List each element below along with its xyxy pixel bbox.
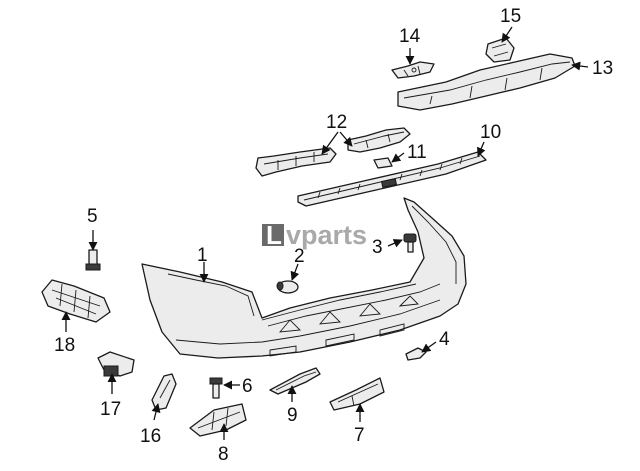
bracket-17 — [97, 351, 135, 377]
watermark-logo-icon — [262, 224, 284, 246]
callout-6: 6 — [242, 376, 253, 397]
reflector-9 — [269, 367, 321, 395]
leader-12a — [321, 131, 339, 155]
leader-2 — [290, 263, 300, 281]
bracket-16 — [151, 373, 177, 411]
leader-11 — [391, 152, 405, 163]
callout-11: 11 — [407, 142, 427, 163]
grommet-2 — [276, 280, 299, 294]
callout-1: 1 — [197, 245, 208, 266]
side-retainer-12-left — [255, 147, 337, 177]
callout-12: 12 — [326, 112, 347, 133]
callout-16: 16 — [140, 426, 161, 447]
bumper-cover-1 — [141, 197, 467, 359]
callout-4: 4 — [439, 329, 450, 350]
leader-12b — [339, 131, 353, 147]
callout-8: 8 — [218, 444, 229, 465]
clip-3 — [403, 233, 417, 253]
lower-bracket-8 — [189, 403, 247, 437]
callout-13: 13 — [592, 58, 613, 79]
bracket-14 — [391, 61, 435, 79]
callout-5: 5 — [87, 206, 98, 227]
leader-3 — [387, 239, 403, 248]
watermark: L vparts — [262, 220, 367, 250]
leader-lines — [61, 26, 589, 440]
leader-16 — [151, 403, 161, 421]
callout-3: 3 — [372, 237, 383, 258]
callout-7: 7 — [354, 425, 365, 446]
step-pad-10 — [297, 151, 487, 207]
clip-11 — [373, 157, 393, 169]
bolt-5 — [85, 249, 101, 271]
callout-9: 9 — [287, 405, 298, 426]
clip-4 — [405, 347, 427, 361]
side-retainer-12-right — [347, 127, 411, 153]
leader-10 — [477, 141, 486, 157]
callout-2: 2 — [294, 246, 305, 267]
callout-17: 17 — [100, 399, 121, 420]
bracket-15 — [485, 37, 515, 63]
lower-cover-7 — [329, 377, 385, 411]
callout-18: 18 — [54, 335, 75, 356]
callout-numbers: 1 2 3 4 5 6 7 8 9 10 11 12 13 14 15 16 1… — [54, 6, 613, 465]
watermark-text: vparts — [286, 220, 367, 250]
leader-4 — [421, 341, 437, 353]
leader-15 — [501, 26, 513, 43]
callout-14: 14 — [399, 26, 421, 47]
callout-10: 10 — [480, 122, 501, 143]
bolt-6 — [209, 377, 223, 399]
bumper-reinforcement-13 — [397, 53, 576, 111]
callout-15: 15 — [500, 6, 521, 27]
leader-13 — [571, 61, 589, 71]
side-bracket-18 — [41, 279, 111, 323]
watermark-logo: L — [266, 220, 282, 250]
